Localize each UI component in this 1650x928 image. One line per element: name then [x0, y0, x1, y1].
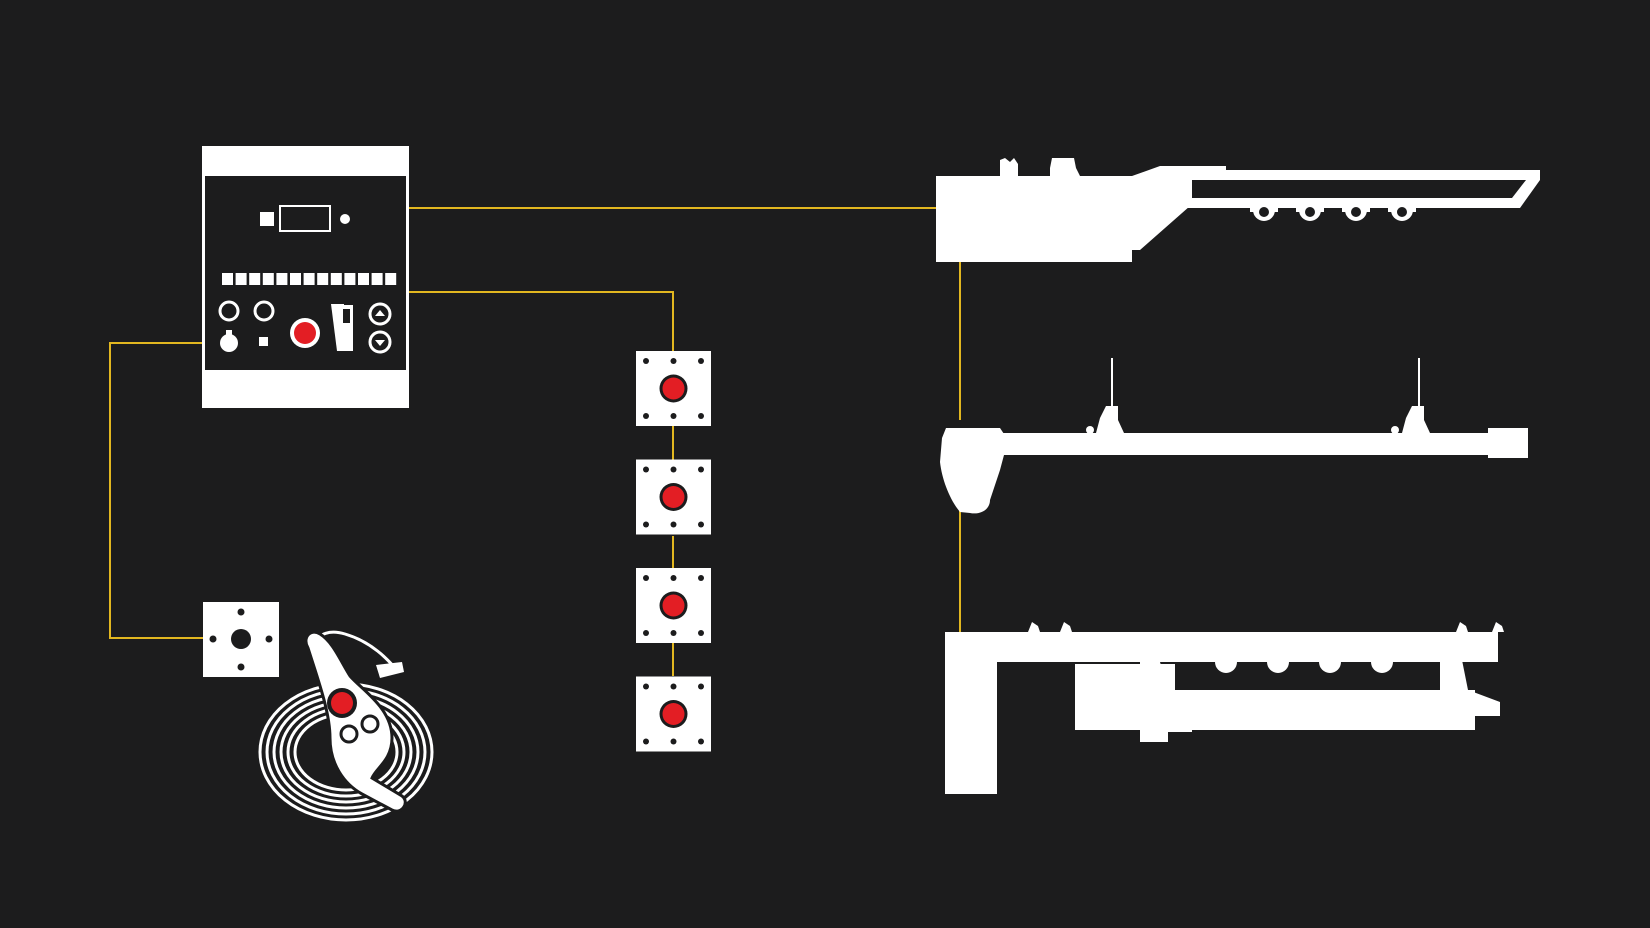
- keypad-key: [222, 273, 233, 285]
- keypad-key: [303, 273, 315, 285]
- indicator-square: [260, 212, 274, 226]
- pendant-stop-button: [331, 692, 353, 714]
- suspended-track-drive-icon: [940, 358, 1528, 514]
- pendant-socket-icon: [203, 602, 279, 677]
- selector-ring-2: [253, 300, 275, 322]
- status-led: [259, 337, 268, 346]
- pendant-button-2: [360, 714, 380, 734]
- keypad-key: [262, 273, 274, 285]
- emergency-stop-station-icon: [636, 459, 711, 535]
- emergency-stop-station-icon: [636, 676, 711, 752]
- selector-ring-1: [218, 300, 240, 322]
- keypad-key: [385, 273, 397, 285]
- stop-button: [662, 703, 685, 725]
- display-window: [279, 205, 331, 232]
- keypad-key: [358, 273, 369, 285]
- keypad-key: [317, 273, 329, 285]
- rollers: [1215, 651, 1393, 673]
- keypad-key: [290, 273, 301, 285]
- wire-panel-to-socket: [109, 342, 203, 639]
- keypad-key: [344, 273, 356, 285]
- wire-panel-to-stations: [408, 291, 674, 351]
- door-operator-icon: [936, 158, 1540, 262]
- keypad-key: [371, 273, 383, 285]
- panel-stop-button: [294, 322, 316, 344]
- stop-button: [662, 377, 685, 400]
- emergency-stop-stations: [636, 351, 711, 752]
- stop-button: [662, 594, 685, 617]
- keypad-key: [330, 273, 342, 285]
- keypad-key: [249, 273, 261, 285]
- control-panel-icon: [202, 146, 409, 408]
- keypad-key: [276, 273, 288, 285]
- wire-panel-to-machines: [408, 207, 961, 262]
- stop-button: [662, 486, 685, 508]
- emergency-stop-station-icon: [636, 351, 711, 426]
- emergency-stop-station-icon: [636, 568, 711, 643]
- down-button-icon: [368, 330, 392, 354]
- up-button-icon: [368, 302, 392, 326]
- keypad: [222, 273, 397, 285]
- handheld-pendant-icon: [258, 630, 434, 822]
- key-switch-icon: [220, 334, 238, 352]
- indicator-dot: [340, 214, 350, 224]
- keypad-key: [235, 273, 247, 285]
- pendant-button-1: [339, 724, 359, 744]
- sectional-door-drive-icon: [945, 622, 1504, 794]
- rollers: [1250, 199, 1416, 221]
